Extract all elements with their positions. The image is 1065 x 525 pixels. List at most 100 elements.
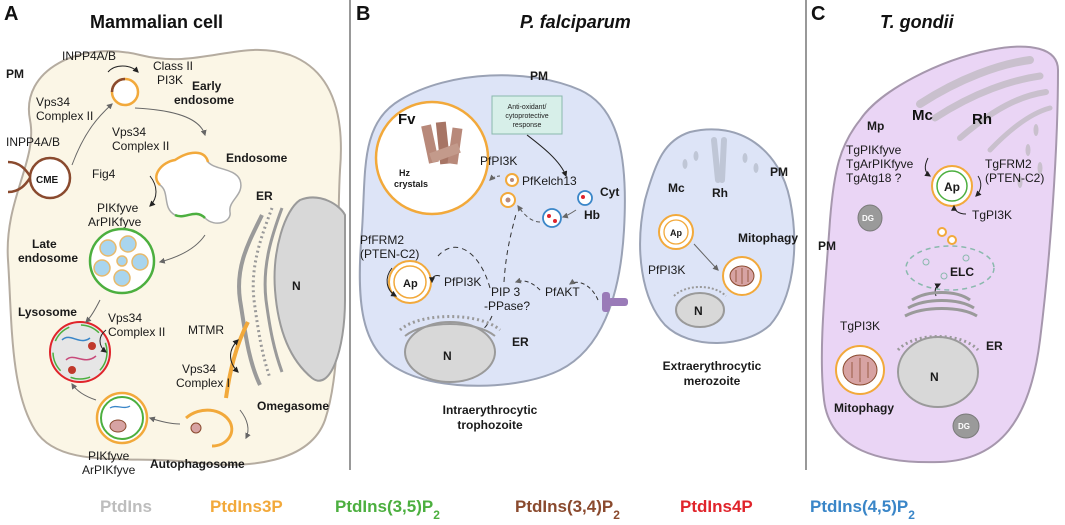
late-to-lysosome-arrow — [85, 299, 101, 323]
vps34-c-label: Vps34 — [108, 311, 142, 325]
er-b — [398, 315, 502, 332]
tgfrm2-label-1: TgFRM2 — [985, 157, 1032, 171]
antioxidant-label-3: response — [513, 122, 542, 129]
membrane-receptor — [602, 292, 610, 312]
pm-label-c: PM — [818, 239, 836, 253]
lysosome-content — [61, 336, 91, 342]
cme-label: CME — [36, 175, 59, 186]
hb-arrow — [561, 209, 577, 219]
rhoptry — [711, 137, 721, 183]
panel-a: A Mammalian cell PM INPP4A/B Class II PI… — [4, 3, 346, 477]
legend-item: PtdIns4P — [680, 497, 753, 516]
panel-b-title: P. falciparum — [520, 12, 631, 32]
hb-vesicle — [542, 208, 562, 228]
panel-a-title: Mammalian cell — [90, 12, 223, 32]
hb-dot — [547, 214, 551, 218]
er-membrane — [237, 214, 264, 386]
endosome — [155, 152, 242, 224]
early-endosome-label-2: endosome — [174, 93, 234, 107]
elc-label: ELC — [950, 265, 974, 279]
arpikfyve-label: ArPIKfyve — [88, 215, 142, 229]
dg1-label: DG — [862, 214, 874, 223]
late-endosome-label-1: Late — [32, 237, 57, 251]
er-b-label: ER — [512, 335, 529, 349]
cme-pit — [7, 160, 32, 177]
panel-c: C T. gondii Mp Mc Rh TgPIKfyve TgArPIKfy… — [811, 3, 1060, 464]
microneme — [742, 153, 748, 163]
tgarpikfyve-label: TgArPIKfyve — [846, 157, 914, 171]
food-vacuole-label: Fv — [398, 111, 416, 128]
tgpikfyve-label: TgPIKfyve — [846, 143, 902, 157]
tgpi3k-mid-arrow — [951, 204, 967, 215]
nucleus-b-label: N — [443, 349, 452, 363]
ap-to-mito-arrow — [693, 243, 719, 271]
pikfyve-label: PIKfyve — [97, 201, 139, 215]
tgfrm2-label-2: (PTEN-C2) — [985, 171, 1044, 185]
dense-granule-1 — [857, 204, 883, 232]
complex-ii-c-label: Complex II — [108, 325, 165, 339]
elc-vesicle — [940, 272, 948, 280]
nucleus-c-label: N — [930, 370, 939, 384]
elc-compartment — [905, 245, 995, 291]
tgfrm2-arrow — [975, 175, 982, 197]
trophozoite-label-1: Intraerythrocytic — [443, 403, 538, 417]
phagophore-cargo — [190, 422, 202, 434]
intraluminal-vesicle — [116, 255, 128, 267]
complex-i-d-label: Complex I — [176, 376, 230, 390]
pm-label-b: PM — [530, 69, 548, 83]
pfpi3k-mid-label: PfPI3K — [444, 275, 481, 289]
nucleus-a — [273, 196, 346, 382]
legend-item: PtdIns3P — [210, 497, 283, 516]
autophagosome-c-inner — [936, 170, 968, 202]
pi3k-label: PI3K — [157, 73, 183, 87]
ap-label-b: Ap — [403, 278, 418, 290]
elc-vesicle — [922, 258, 930, 266]
lysosome-content — [68, 366, 76, 374]
autophagosome-mero-inner — [663, 219, 689, 245]
autophagosome-inner-ring — [100, 396, 144, 440]
mtmr-label: MTMR — [188, 323, 224, 337]
er-membrane-2 — [263, 207, 284, 373]
panel-c-title: T. gondii — [880, 12, 955, 32]
arpikfyve2-label: ArPIKfyve — [82, 463, 136, 477]
mitochondrion-c-cristae — [851, 358, 869, 382]
pip3-to-vesicle-line — [503, 213, 517, 283]
hz-label-1: Hz — [399, 168, 410, 178]
early-to-endosome-arrow — [134, 107, 207, 137]
tgpikfyve-arrow — [924, 157, 931, 177]
autophagosome — [95, 391, 149, 445]
er-b-inner — [404, 323, 496, 337]
lysosome-inner-ring — [52, 324, 108, 380]
autophagosome-label: Autophagosome — [150, 457, 245, 471]
rh-label-b: Rh — [712, 186, 728, 200]
class-ii-label: Class II — [153, 59, 193, 73]
tgpi3k-low-label: TgPI3K — [840, 319, 880, 333]
merozoite-label-2: merozoite — [684, 374, 741, 388]
pffrm2-label-1: PfFRM2 — [360, 233, 404, 247]
autophagosome-mitochondrion — [109, 419, 127, 433]
legend-item: PtdIns — [100, 497, 152, 516]
pfakt-arrow — [514, 277, 541, 291]
mtmr-arrow — [230, 339, 239, 373]
panel-c-letter: C — [811, 3, 825, 25]
omegasome-label: Omegasome — [257, 399, 329, 413]
intraluminal-vesicle — [119, 235, 137, 253]
trophozoite-label-2: trophozoite — [457, 418, 523, 432]
tgatg18-label: TgAtg18 ? — [846, 171, 902, 185]
pfpi3k-mero-label: PfPI3K — [648, 263, 685, 277]
hb-dot — [553, 219, 557, 223]
golgi — [911, 291, 971, 302]
pffrm2-arrow — [386, 267, 398, 297]
pfpi3k-vesicle-cargo — [505, 197, 511, 203]
nucleus-c — [897, 336, 979, 408]
endosome-orange-arc — [155, 151, 210, 186]
microneme — [753, 163, 759, 173]
early-endosome-label-1: Early — [192, 79, 222, 93]
cme-to-early-arrow — [71, 103, 113, 166]
pip3-label-1: PIP 3 — [491, 285, 520, 299]
er-label-a: ER — [256, 189, 273, 203]
merozoite-label-1: Extraerythrocytic — [663, 359, 762, 373]
microneme-c — [1017, 176, 1023, 188]
fig4-label: Fig4 — [92, 167, 116, 181]
